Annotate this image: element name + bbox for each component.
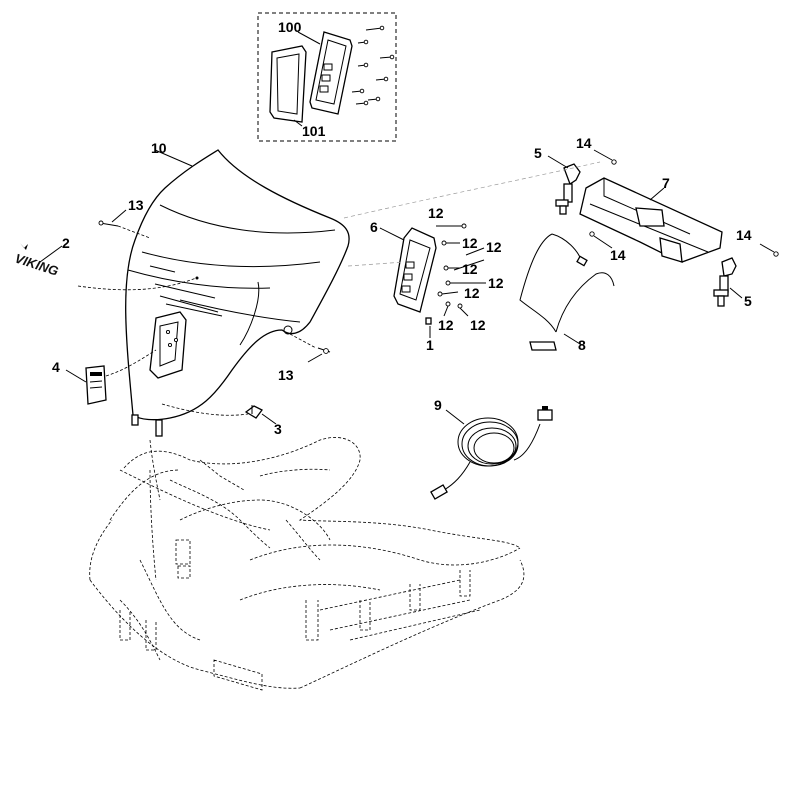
- clip-3: 3: [161, 403, 282, 437]
- label-12-g: 12: [438, 317, 454, 333]
- screw-13-bottom: 13: [278, 333, 331, 383]
- label-12-e: 12: [488, 275, 504, 291]
- screw-13-top: 13: [98, 197, 151, 239]
- decal-4: 4: [52, 349, 157, 405]
- label-9: 9: [434, 397, 442, 413]
- label-12-f: 12: [464, 285, 480, 301]
- label-13-bottom: 13: [278, 367, 294, 383]
- screws-12: 12 12 12 12 12 12 12 12: [428, 205, 504, 333]
- detail-inset: 100 101: [257, 12, 397, 142]
- label-12-c: 12: [486, 239, 502, 255]
- console-6: 6: [347, 219, 437, 313]
- viking-logo-text: VIKING: [13, 251, 60, 279]
- label-14-c: 14: [736, 227, 752, 243]
- cable-9: 9: [430, 397, 553, 500]
- cover-plate-100: [269, 45, 307, 123]
- label-13-top: 13: [128, 197, 144, 213]
- label-14-b: 14: [610, 247, 626, 263]
- harness-8: 8: [519, 233, 615, 353]
- label-12-b: 12: [462, 235, 478, 251]
- label-100: 100: [278, 19, 302, 35]
- label-1: 1: [426, 337, 434, 353]
- label-5-right: 5: [744, 293, 752, 309]
- label-10: 10: [151, 140, 167, 156]
- screws-14: 14 14 14: [343, 135, 779, 263]
- console-plate: [309, 31, 353, 115]
- label-5-left: 5: [534, 145, 542, 161]
- inset-screws: [351, 25, 395, 106]
- label-2: 2: [62, 235, 70, 251]
- label-12-h: 12: [470, 317, 486, 333]
- part-1: 1: [425, 317, 434, 353]
- bracket-7: 7: [579, 175, 723, 263]
- label-14-a: 14: [576, 135, 592, 151]
- label-12-a: 12: [428, 205, 444, 221]
- bolt-5-right: 5: [713, 257, 752, 309]
- label-6: 6: [370, 219, 378, 235]
- vehicle-body-outline: [89, 437, 525, 691]
- label-3: 3: [274, 421, 282, 437]
- label-12-d: 12: [462, 261, 478, 277]
- windshield-10: 10: [125, 140, 350, 437]
- label-101: 101: [302, 123, 326, 139]
- label-8: 8: [578, 337, 586, 353]
- bolt-5-left: 5: [534, 145, 581, 215]
- label-4: 4: [52, 359, 60, 375]
- label-7: 7: [662, 175, 670, 191]
